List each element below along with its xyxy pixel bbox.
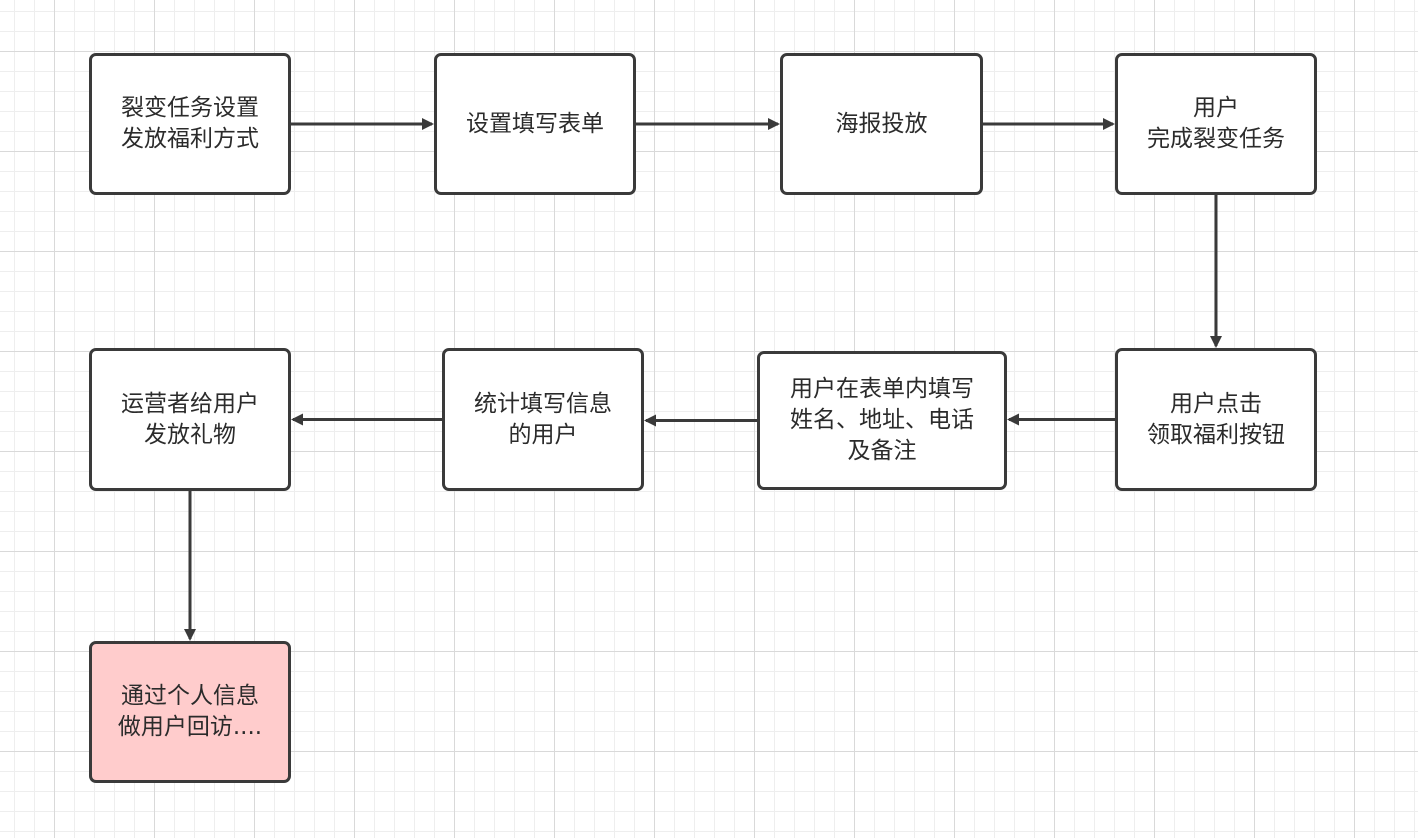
node-label: 裂变任务设置 发放福利方式 — [121, 95, 259, 152]
node-setup-form[interactable]: 设置填写表单 — [434, 53, 636, 195]
node-label: 设置填写表单 — [466, 110, 604, 137]
node-operator-sends-gift[interactable]: 运营者给用户 发放礼物 — [89, 348, 291, 491]
node-label: 用户在表单内填写 姓名、地址、电话 及备注 — [790, 376, 974, 464]
node-label: 用户 完成裂变任务 — [1147, 95, 1285, 152]
node-user-completes-task[interactable]: 用户 完成裂变任务 — [1115, 53, 1317, 195]
node-label: 海报投放 — [835, 110, 928, 137]
node-label: 用户点击 领取福利按钮 — [1147, 390, 1285, 448]
node-label: 运营者给用户 发放礼物 — [121, 390, 259, 448]
node-user-clicks-claim[interactable]: 用户点击 领取福利按钮 — [1115, 348, 1317, 491]
node-user-fills-form[interactable]: 用户在表单内填写 姓名、地址、电话 及备注 — [757, 351, 1007, 490]
node-collect-form-users[interactable]: 统计填写信息 的用户 — [442, 348, 644, 491]
node-poster-distribution[interactable]: 海报投放 — [780, 53, 983, 195]
node-fission-task-setup[interactable]: 裂变任务设置 发放福利方式 — [89, 53, 291, 195]
node-user-follow-up[interactable]: 通过个人信息 做用户回访.... — [89, 641, 291, 783]
node-label: 统计填写信息 的用户 — [474, 390, 612, 448]
node-label: 通过个人信息 做用户回访.... — [117, 683, 263, 740]
